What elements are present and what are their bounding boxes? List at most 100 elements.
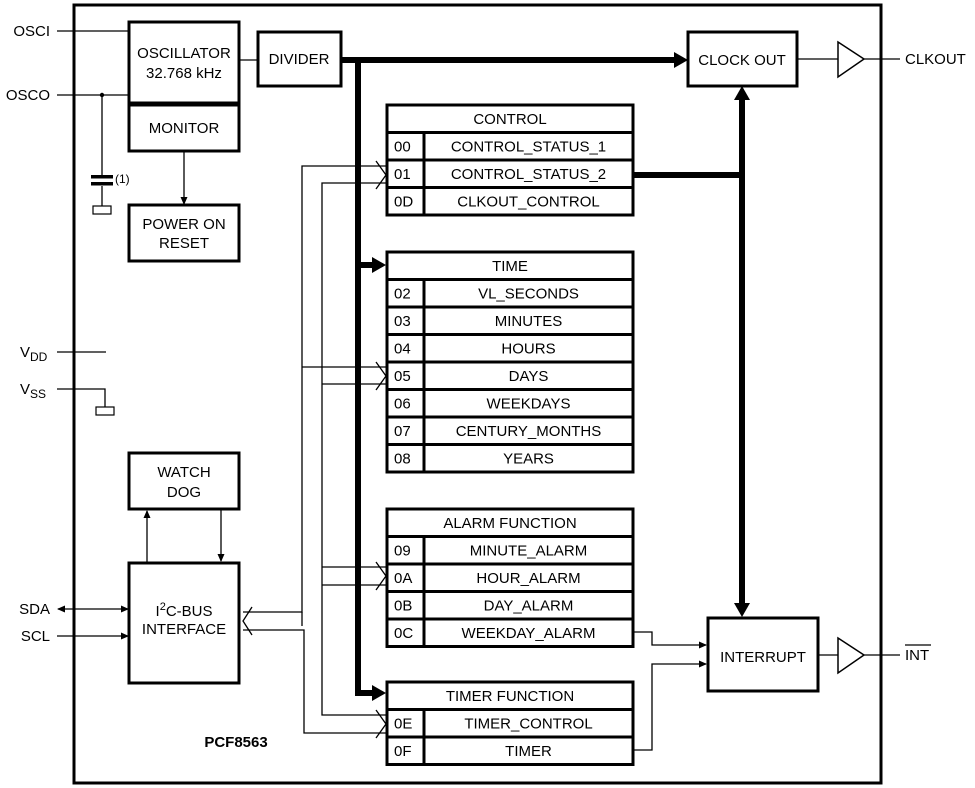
register-name: MINUTES bbox=[495, 313, 563, 330]
register-name: MINUTE_ALARM bbox=[470, 542, 588, 559]
register-address: 08 bbox=[394, 450, 411, 467]
timer-bus-arrow bbox=[372, 685, 386, 701]
ground-symbol-icon bbox=[92, 205, 112, 215]
register-name-cell bbox=[422, 333, 635, 364]
register-name: CONTROL_STATUS_1 bbox=[451, 138, 606, 155]
interrupt-label: INTERRUPT bbox=[720, 649, 806, 666]
pin-label-vss: VSS bbox=[20, 381, 46, 401]
interrupt-control-arrow bbox=[734, 603, 750, 617]
clkout-buffer-icon bbox=[837, 40, 866, 79]
register-name-cell bbox=[422, 443, 635, 474]
register-address: 0B bbox=[394, 597, 412, 614]
clock-out-label: CLOCK OUT bbox=[698, 52, 786, 69]
register-name-cell bbox=[422, 388, 635, 419]
i2c-bus-interface-block bbox=[127, 561, 241, 685]
register-group-title: ALARM FUNCTION bbox=[443, 515, 576, 532]
int-buffer-icon bbox=[837, 636, 866, 675]
register-name-cell bbox=[422, 158, 635, 189]
por-label-line2: RESET bbox=[159, 235, 209, 252]
register-address: 0C bbox=[394, 625, 413, 642]
register-name-cell bbox=[422, 735, 635, 766]
register-row: 02 VL_SECONDS bbox=[385, 278, 635, 309]
register-name: WEEKDAYS bbox=[487, 395, 571, 412]
register-group-title: TIME bbox=[492, 258, 528, 275]
register-name: CONTROL_STATUS_2 bbox=[451, 166, 606, 183]
register-address: 04 bbox=[394, 340, 411, 357]
register-address: 03 bbox=[394, 313, 411, 330]
pin-label-osci: OSCI bbox=[13, 23, 50, 40]
clock-out-bus-arrow bbox=[674, 52, 688, 68]
register-group-header bbox=[385, 103, 635, 134]
register-row: 0B DAY_ALARM bbox=[385, 590, 635, 621]
register-row: 03 MINUTES bbox=[385, 305, 635, 336]
register-name: CLKOUT_CONTROL bbox=[457, 193, 600, 210]
register-row: 07 CENTURY_MONTHS bbox=[385, 415, 635, 446]
watchdog-label-line1: WATCH bbox=[157, 464, 210, 481]
divider-label: DIVIDER bbox=[269, 51, 330, 68]
pin-label-scl: SCL bbox=[21, 628, 50, 645]
register-address: 0E bbox=[394, 715, 412, 732]
vss-pin-line bbox=[57, 388, 106, 407]
i2c-label-line2: INTERFACE bbox=[142, 621, 226, 638]
register-group-title: TIMER FUNCTION bbox=[446, 688, 574, 705]
register-name: DAY_ALARM bbox=[484, 597, 574, 614]
chip-name-label: PCF8563 bbox=[204, 734, 267, 751]
register-address: 0A bbox=[394, 570, 412, 587]
register-row: 06 WEEKDAYS bbox=[385, 388, 635, 419]
i2c-label-line1: I2C-BUS bbox=[156, 601, 213, 620]
register-name-cell bbox=[422, 535, 635, 566]
register-name: YEARS bbox=[503, 450, 554, 467]
register-name: VL_SECONDS bbox=[478, 285, 579, 302]
oscillator-block bbox=[127, 20, 241, 105]
i2c-register-bus bbox=[242, 160, 387, 739]
register-address: 05 bbox=[394, 368, 411, 385]
register-name: TIMER bbox=[505, 743, 552, 760]
alarm-to-interrupt-line bbox=[634, 631, 707, 649]
register-address: 07 bbox=[394, 423, 411, 440]
power-on-reset-block bbox=[127, 203, 241, 263]
register-row: 0D CLKOUT_CONTROL bbox=[385, 186, 635, 217]
register-address: 0D bbox=[394, 193, 413, 210]
register-address: 09 bbox=[394, 542, 411, 559]
timer-to-interrupt-line bbox=[634, 660, 707, 751]
vss-ground-symbol-icon bbox=[95, 406, 115, 416]
por-label-line1: POWER ON bbox=[142, 216, 225, 233]
register-address: 02 bbox=[394, 285, 411, 302]
watchdog-label-line2: DOG bbox=[167, 484, 201, 501]
monitor-label: MONITOR bbox=[149, 120, 220, 137]
pin-label-sda: SDA bbox=[19, 601, 50, 618]
register-row: 0A HOUR_ALARM bbox=[385, 562, 635, 593]
register-group-timer-function: TIMER FUNCTION 0E TIMER_CONTROL 0F TIMER bbox=[385, 680, 635, 766]
register-row: 08 YEARS bbox=[385, 443, 635, 474]
register-group-title: CONTROL bbox=[473, 111, 546, 128]
capacitor-icon bbox=[91, 175, 113, 186]
register-name: HOUR_ALARM bbox=[476, 570, 580, 587]
register-group-alarm-function: ALARM FUNCTION 09 MINUTE_ALARM 0A HOUR_ALARM… bbox=[385, 507, 635, 648]
time-bus-arrow bbox=[372, 257, 386, 273]
register-row: 09 MINUTE_ALARM bbox=[385, 535, 635, 566]
pin-label-clkout: CLKOUT bbox=[905, 51, 966, 68]
chip-outline bbox=[72, 3, 883, 785]
pin-label-vdd: VDD bbox=[20, 344, 48, 364]
register-name: CENTURY_MONTHS bbox=[456, 423, 602, 440]
oscillator-label: OSCILLATOR bbox=[137, 45, 231, 62]
register-group-header bbox=[385, 507, 635, 538]
register-name-cell bbox=[422, 617, 635, 648]
register-name: TIMER_CONTROL bbox=[464, 715, 592, 732]
register-row: 00 CONTROL_STATUS_1 bbox=[385, 131, 635, 162]
capacitor-note: (1) bbox=[115, 172, 130, 186]
pin-label-osco: OSCO bbox=[6, 87, 50, 104]
register-address-cell bbox=[385, 158, 426, 189]
clock-out-control-arrow bbox=[734, 86, 750, 100]
register-name-cell bbox=[422, 360, 635, 391]
register-address: 0F bbox=[394, 743, 412, 760]
register-name-cell bbox=[422, 186, 635, 217]
register-address: 00 bbox=[394, 138, 411, 155]
register-address: 06 bbox=[394, 395, 411, 412]
